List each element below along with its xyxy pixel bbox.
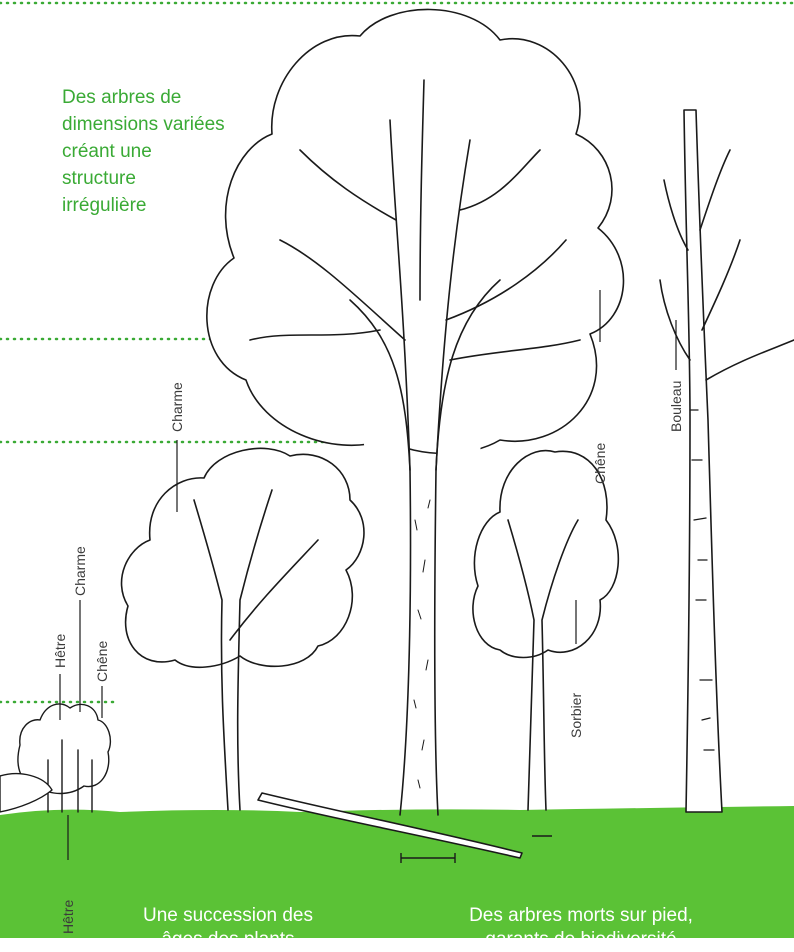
label-chene-small: Chêne: [94, 641, 110, 682]
intro-line: structure: [62, 165, 272, 192]
caption-right: Des arbres morts sur pied, garants de bi…: [456, 904, 706, 952]
intro-text: Des arbres de dimensions variées créant …: [62, 84, 272, 219]
oak-crown: [207, 9, 624, 453]
birch-trunk: [684, 110, 722, 812]
label-chene-big: Chêne: [592, 443, 608, 484]
rowan-tree: [473, 451, 618, 810]
saplings: [0, 704, 110, 812]
caption-line: âges des plants: [128, 928, 328, 952]
label-sorbier: Sorbier: [568, 693, 584, 738]
label-charme-small: Charme: [72, 546, 88, 596]
label-charme-mid: Charme: [169, 382, 185, 432]
label-bouleau: Bouleau: [668, 381, 684, 432]
caption-line: garants de biodiversité: [456, 928, 706, 952]
birch-tree: [660, 110, 794, 812]
intro-line: créant une: [62, 138, 272, 165]
caption-line: Une succession des: [128, 904, 328, 928]
label-hetre-left: Hêtre: [60, 900, 76, 934]
hornbeam-crown: [122, 448, 364, 667]
caption-left: Une succession des âges des plants: [128, 904, 328, 952]
caption-line: Des arbres morts sur pied,: [456, 904, 706, 928]
label-hetre-small: Hêtre: [52, 634, 68, 668]
intro-line: irrégulière: [62, 192, 272, 219]
intro-line: Des arbres de: [62, 84, 272, 111]
intro-line: dimensions variées: [62, 111, 272, 138]
